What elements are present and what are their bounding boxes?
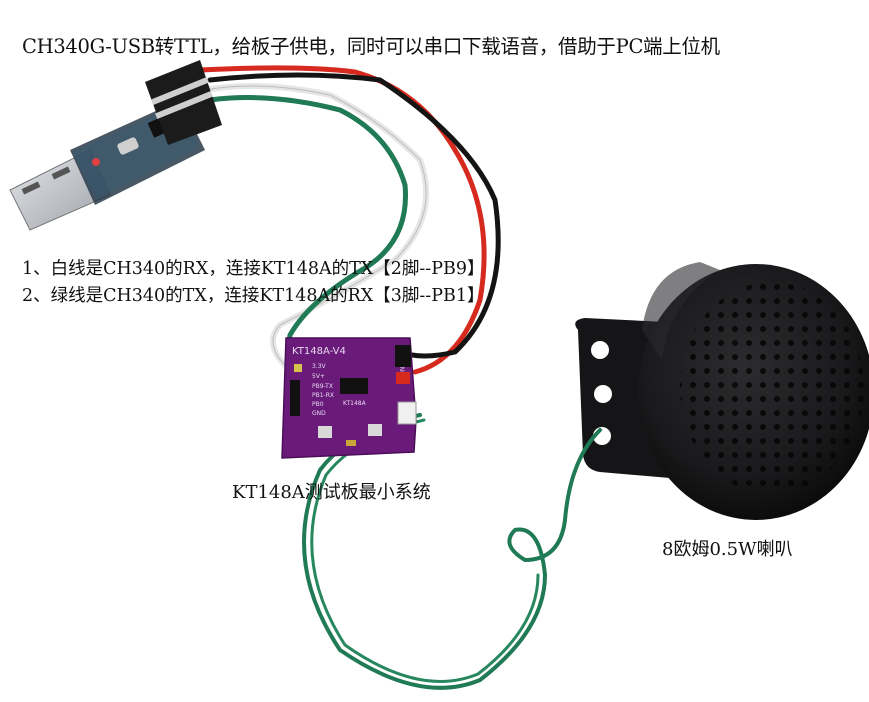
board-gnd-label: GND	[398, 362, 405, 376]
wires	[197, 65, 602, 690]
pin-label: PB0	[312, 401, 324, 408]
white-wire-outline	[204, 85, 427, 396]
green-speaker-wire	[302, 413, 602, 690]
top-caption: CH340G-USB转TTL，给板子供电，同时可以串口下载语音，借助于PC端上位…	[22, 35, 720, 58]
pin-label: PB9-TX	[312, 383, 333, 390]
speaker	[575, 262, 869, 520]
wiring-note-white: 1、白线是CH340的RX，连接KT148A的TX【2脚--PB9】	[22, 259, 485, 279]
green-speaker-wire-2	[310, 418, 540, 683]
pin-label: PB1-RX	[312, 392, 334, 399]
red-wire	[197, 65, 487, 375]
pin-label: GND	[312, 410, 326, 417]
board-title: KT148A-V4	[292, 346, 346, 357]
pin-label: 3.3V	[312, 363, 327, 370]
chip-label: KT148A	[343, 400, 367, 407]
pin-label: 5V+	[312, 373, 325, 380]
kt148a-board: KT148A-V4 GND 3.3V 5V+ PB9-TX PB1-RX PB0…	[281, 337, 417, 459]
usb-ttl-adapter	[9, 60, 222, 231]
black-wire	[207, 72, 501, 359]
wiring-note-green: 2、绿线是CH340的TX，连接KT148A的RX【3脚--PB1】	[22, 286, 485, 306]
board-caption: KT148A测试板最小系统	[232, 482, 431, 503]
speaker-caption: 8欧姆0.5W喇叭	[662, 539, 793, 560]
